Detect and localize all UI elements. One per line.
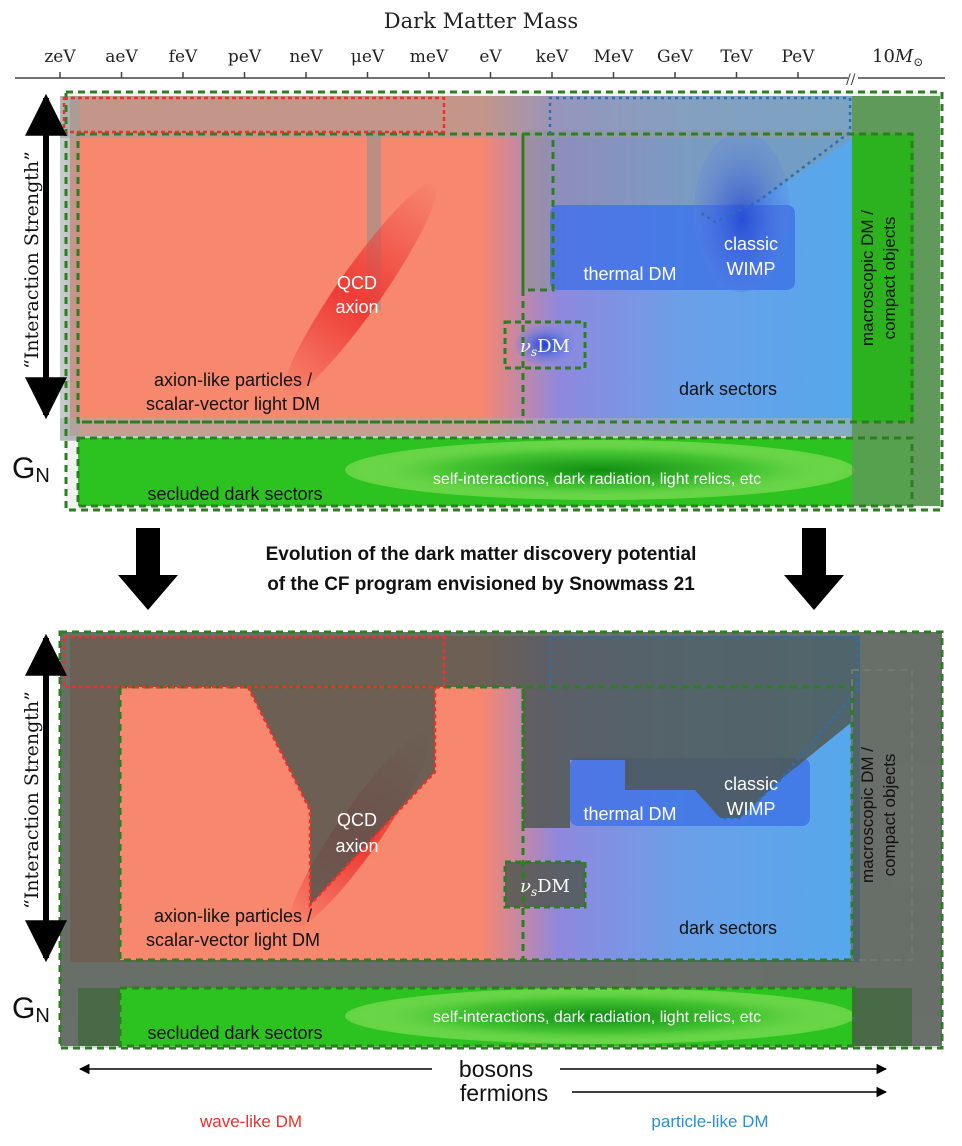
top-nu-s-label: νsDM (520, 336, 570, 359)
axis-tick-label: aeV (105, 47, 138, 67)
bottom-axion-wedge-outline (246, 686, 437, 909)
bottom-qcd-label-1: QCD (337, 810, 377, 830)
top-secluded-label: secluded dark sectors (147, 484, 322, 504)
axis-tick-label: eV (479, 47, 502, 67)
top-self-interactions-label: self-interactions, dark radiation, light… (433, 471, 761, 488)
bottom-gray-axion-wedge (248, 687, 435, 905)
bottom-nu-s-label: νsDM (520, 876, 570, 899)
top-gray-top-band (60, 96, 860, 138)
axis-tick-label: MeV (594, 47, 634, 67)
bottom-secluded-outline (118, 986, 856, 1048)
bosons-label: bosons (459, 1056, 533, 1082)
left-down-arrow (118, 528, 178, 610)
top-thermal-left-outline (521, 132, 555, 292)
axis-tick-label: zeV (44, 47, 76, 67)
fermions-label: fermions (460, 1080, 548, 1106)
bottom-gray-nu-s (505, 862, 585, 907)
bottom-gray-middle (60, 960, 942, 988)
axis-tick-label: PeV (781, 47, 815, 67)
top-axion-like-label-2: scalar-vector light DM (146, 394, 320, 414)
bottom-self-interaction-glow (345, 988, 855, 1044)
top-panel: QCD axion axion-like particles / scalar-… (60, 90, 944, 512)
axis-ticks: zeV aeV feV peV neV μeV meV eV keV MeV GeV TeV PeV (44, 47, 815, 78)
top-gray-thermal-strip (525, 130, 549, 290)
top-nu-s-outline (503, 320, 587, 370)
top-nu-s-glow (515, 325, 575, 365)
top-macroscopic-label-1: macroscopic DM / (858, 210, 877, 346)
bottom-wimp-label-1: classic (724, 774, 778, 794)
top-y-axis: “Interaction Strength” GN (12, 93, 67, 487)
bottom-macroscopic-label-2: compact objects (880, 754, 899, 877)
axis-tick-label: GeV (657, 47, 694, 67)
bottom-nu-s-outline (503, 860, 587, 909)
axis-tick-label: TeV (720, 47, 753, 67)
bottom-particle-like-outline (548, 635, 860, 820)
bottom-gray-top (60, 632, 942, 687)
top-wimp-label-2: WIMP (727, 259, 776, 279)
bottom-macroscopic-outline (851, 669, 913, 961)
top-macroscopic-inner (852, 134, 914, 422)
bottom-qcd-label-2: axion (335, 836, 378, 856)
axis-tick-label: peV (228, 47, 262, 67)
axis-tick-label: neV (289, 47, 323, 67)
bottom-axion-like-label-1: axion-like particles / (154, 906, 312, 926)
axis-break: // (846, 72, 856, 88)
wave-like-label: wave-like DM (199, 1112, 302, 1131)
axis-tick-label: μeV (351, 47, 385, 67)
top-self-interaction-glow (345, 440, 855, 500)
bottom-wimp-label-2: WIMP (727, 799, 776, 819)
bottom-gn-label: GN (12, 992, 50, 1027)
axis-tick-label: feV (169, 47, 198, 67)
bottom-panel: QCD axion axion-like particles / scalar-… (58, 630, 944, 1050)
top-qcd-label-1: QCD (337, 273, 377, 293)
axis-tick-label: meV (410, 47, 449, 67)
top-macro-bottom (852, 438, 912, 506)
top-qcd-axion-band (283, 182, 437, 398)
top-dark-sectors-label: dark sectors (679, 379, 777, 399)
bottom-self-interactions-label: self-interactions, dark radiation, light… (433, 1009, 761, 1026)
top-wave-like-outline (62, 96, 446, 134)
bottom-gray-left (60, 687, 120, 987)
solar-mass-tick: 10M⊙ (872, 46, 923, 69)
top-axion-like-label-1: axion-like particles / (154, 370, 312, 390)
bottom-macroscopic-label-1: macroscopic DM / (858, 747, 877, 883)
bottom-y-axis: “Interaction Strength” GN (12, 633, 67, 1027)
top-thermal-dm-label: thermal DM (583, 264, 676, 284)
bottom-gray-secluded-left (60, 988, 120, 1046)
bottom-dark-sectors-label: dark sectors (679, 918, 777, 938)
top-dark-sector-outline (78, 132, 914, 424)
top-wimp-ellipse (694, 132, 790, 292)
bottom-axion-like-label-2: scalar-vector light DM (146, 930, 320, 950)
top-wimp-label-1: classic (724, 234, 778, 254)
top-qcd-label-2: axion (335, 297, 378, 317)
particle-like-label: particle-like DM (651, 1112, 768, 1131)
bottom-secluded-label: secluded dark sectors (147, 1023, 322, 1043)
bottom-gray-thermal-region (523, 687, 852, 828)
bottom-thermal-dm-label: thermal DM (583, 804, 676, 824)
evolution-section: Evolution of the dark matter discovery p… (118, 528, 844, 610)
bottom-gray-overlays (60, 632, 942, 1046)
mass-axis: Dark Matter Mass // zeV aeV feV peV neV μeV me… (15, 9, 945, 88)
bottom-dark-sector-outline (120, 685, 854, 962)
bottom-gray-right (852, 687, 942, 1046)
top-y-label: “Interaction Strength” (21, 151, 43, 369)
statistics-legend: bosons fermions wave-like DM particle-li… (78, 1056, 888, 1131)
evolution-text-1: Evolution of the dark matter discovery p… (266, 544, 697, 565)
axis-tick-label: keV (536, 47, 569, 67)
axis-title: Dark Matter Mass (384, 9, 578, 33)
evolution-text-2: of the CF program envisioned by Snowmass… (267, 574, 695, 595)
top-secluded-outline (76, 436, 914, 508)
top-macroscopic-label-2: compact objects (880, 217, 899, 340)
top-particle-like-outline (548, 96, 852, 224)
top-gn-label: GN (12, 452, 50, 487)
bottom-y-label: “Interaction Strength” (21, 691, 43, 909)
right-down-arrow (784, 528, 844, 610)
